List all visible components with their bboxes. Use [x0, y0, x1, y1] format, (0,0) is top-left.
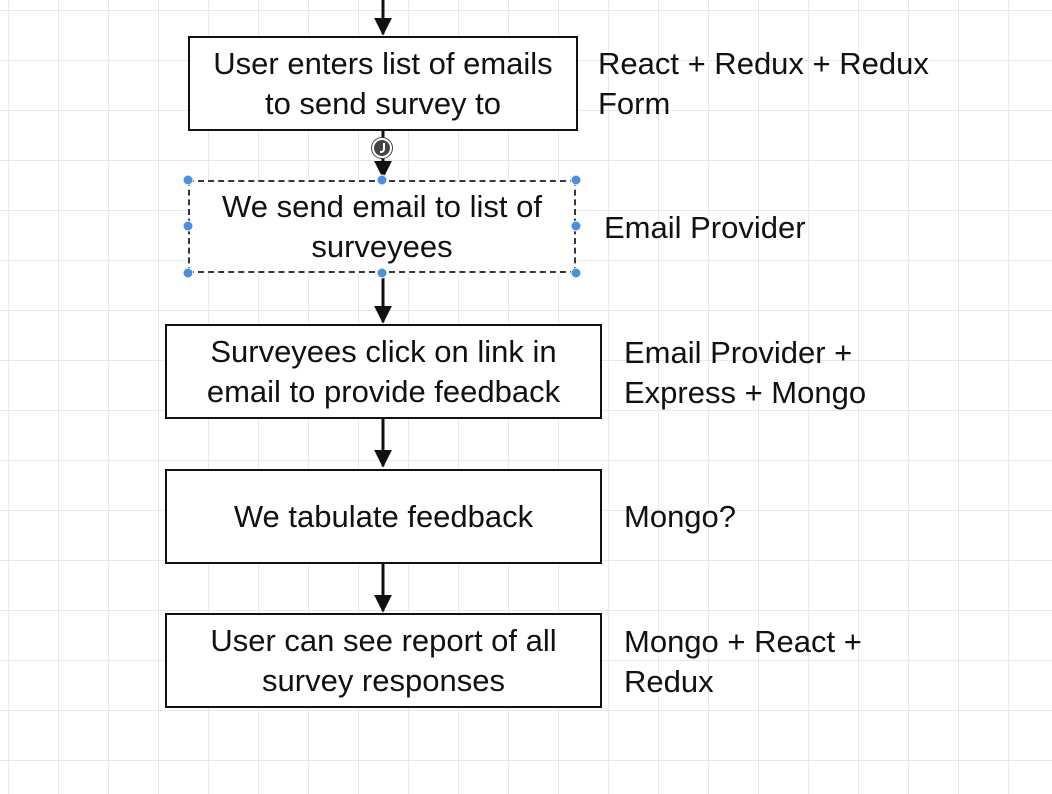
tech-note-email-express-mongo[interactable]: Email Provider + Express + Mongo	[624, 333, 866, 413]
resize-handle-top-left[interactable]	[182, 174, 194, 186]
step-text-line: to send survey to	[264, 85, 502, 121]
step-text-line: We send email to list of	[222, 188, 542, 224]
tech-note-mongo-react-redux[interactable]: Mongo + React + Redux	[624, 622, 862, 702]
tech-note-line: Email Provider +	[624, 335, 853, 370]
resize-handle-left[interactable]	[182, 220, 194, 232]
step-send-email[interactable]: We send email to list of surveyees	[188, 180, 576, 273]
step-text-line: User enters list of emails	[213, 45, 553, 81]
tech-note-react-redux-form[interactable]: React + Redux + Redux Form	[598, 44, 929, 124]
step-enter-emails[interactable]: User enters list of emails to send surve…	[188, 36, 578, 131]
tech-note-line: Redux	[624, 664, 714, 699]
step-click-link[interactable]: Surveyees click on link in email to prov…	[165, 324, 602, 419]
tech-note-line: Mongo?	[624, 499, 737, 534]
step-text-line: User can see report of all	[210, 622, 557, 658]
step-text-line: survey responses	[262, 662, 505, 698]
resize-handle-bottom-right[interactable]	[570, 267, 582, 279]
resize-handle-top-right[interactable]	[570, 174, 582, 186]
tech-note-line: Express + Mongo	[624, 375, 867, 410]
connection-hint-icon[interactable]	[372, 138, 392, 158]
step-text-line: email to provide feedback	[206, 373, 561, 409]
tech-note-line: Form	[598, 86, 671, 121]
step-tabulate-feedback[interactable]: We tabulate feedback	[165, 469, 602, 564]
step-text-line: We tabulate feedback	[233, 498, 534, 534]
step-text-line: Surveyees click on link in	[210, 333, 557, 369]
tech-note-email-provider[interactable]: Email Provider	[604, 208, 806, 248]
resize-handle-bottom-left[interactable]	[182, 267, 194, 279]
step-see-report[interactable]: User can see report of all survey respon…	[165, 613, 602, 708]
tech-note-line: React + Redux + Redux	[598, 46, 929, 81]
tech-note-line: Mongo + React +	[624, 624, 862, 659]
resize-handle-bottom[interactable]	[376, 267, 388, 279]
step-text-line: surveyees	[311, 228, 453, 264]
tech-note-line: Email Provider	[604, 210, 806, 245]
tech-note-mongo[interactable]: Mongo?	[624, 497, 736, 537]
resize-handle-right[interactable]	[570, 220, 582, 232]
resize-handle-top[interactable]	[376, 174, 388, 186]
